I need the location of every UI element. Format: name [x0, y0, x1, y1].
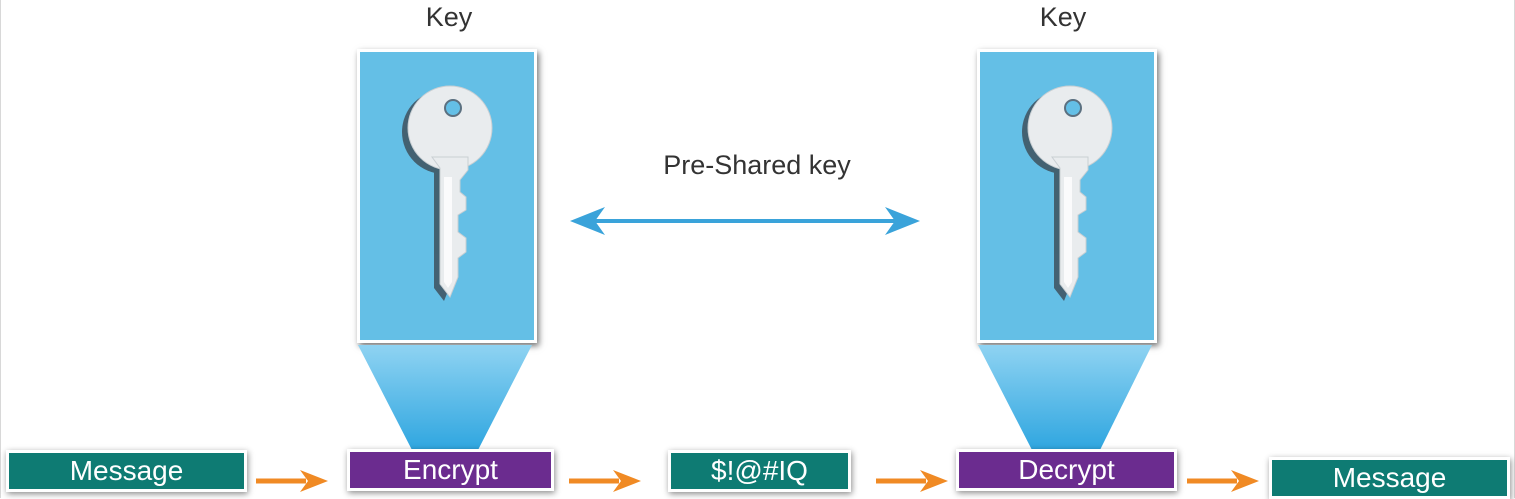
encrypt-box: Encrypt — [347, 449, 554, 491]
double-headed-arrow-icon — [570, 207, 920, 235]
key-panel-left — [357, 49, 537, 343]
ciphertext-box: $!@#IQ — [668, 450, 851, 492]
right-arrow-icon — [1187, 470, 1259, 492]
key-icon — [1022, 85, 1113, 301]
right-arrow-icon — [256, 470, 328, 492]
right-arrow-icon — [876, 470, 948, 492]
message-output-box: Message — [1269, 457, 1510, 499]
beam-left — [358, 345, 532, 450]
message-input-box: Message — [6, 450, 247, 492]
preshared-key-label: Pre-Shared key — [663, 150, 851, 180]
key-icon — [402, 85, 493, 301]
right-arrow-icon — [569, 470, 641, 492]
beam-right — [978, 345, 1152, 450]
frame-left-edge — [0, 0, 1, 498]
decrypt-box: Decrypt — [956, 449, 1177, 491]
key-label-right: Key — [1039, 2, 1087, 32]
key-panel-right — [977, 49, 1157, 343]
key-label-left: Key — [425, 2, 473, 32]
